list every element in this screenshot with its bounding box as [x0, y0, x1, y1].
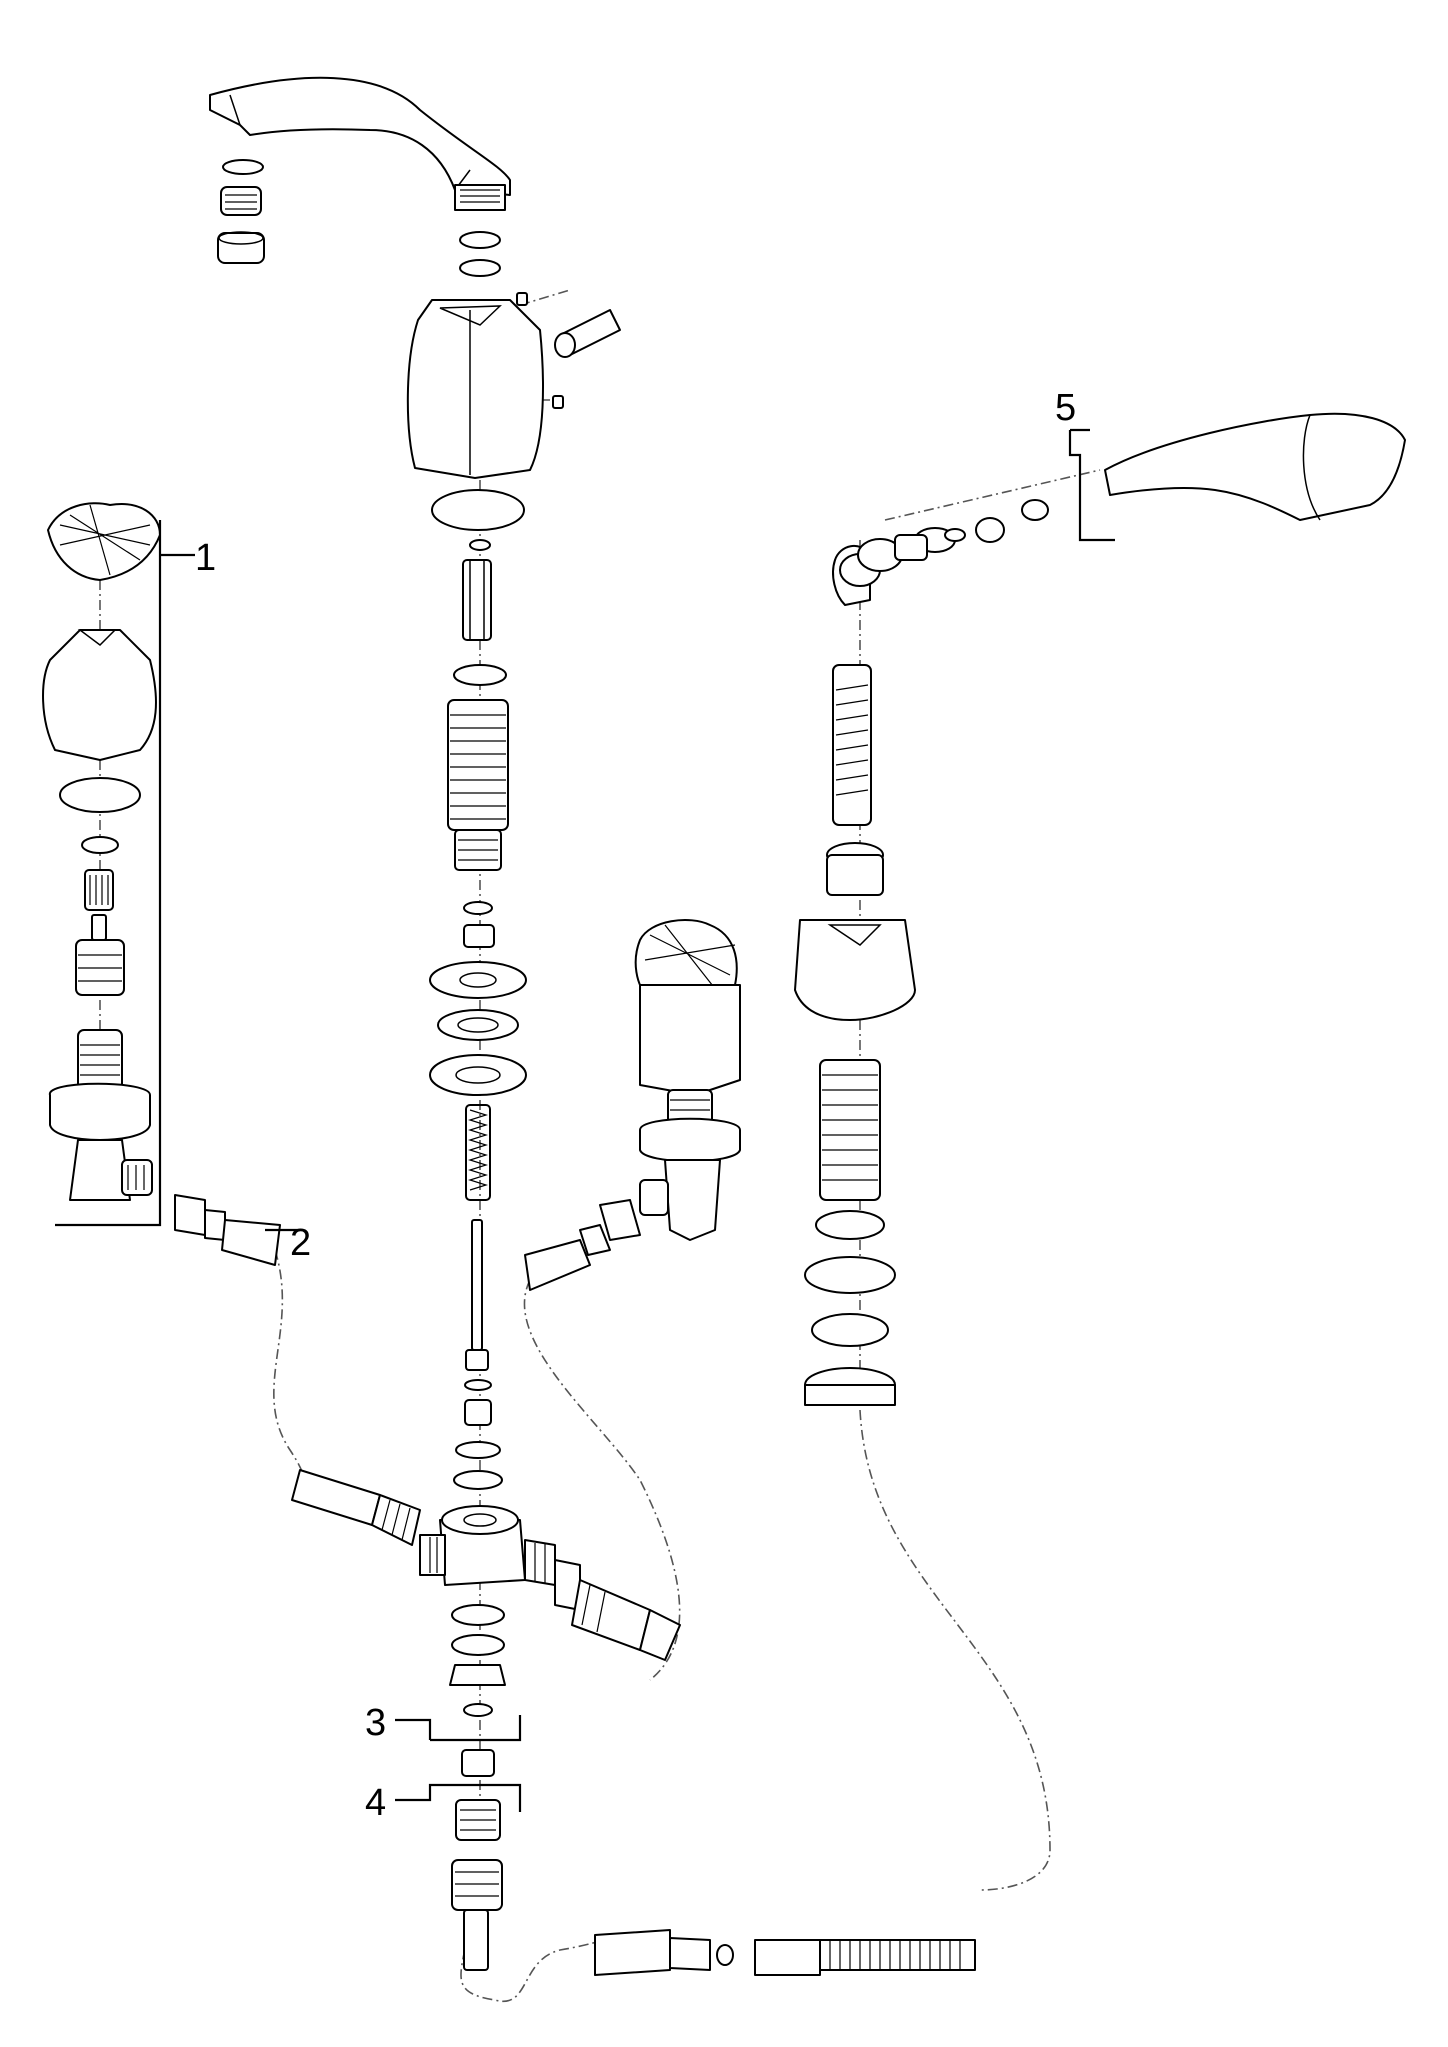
- hose-left-to-tee: [291, 1469, 421, 1546]
- callout-1: 1: [195, 537, 216, 579]
- callout-4: 4: [365, 1782, 386, 1824]
- lever-handle: [516, 292, 621, 409]
- right-column-parts: [794, 545, 916, 1406]
- callout-1-leader: [55, 520, 195, 1227]
- central-stem-column: [429, 539, 527, 1490]
- hose-center-right: [524, 1199, 641, 1291]
- callout-2: 2: [290, 1222, 311, 1264]
- callout-3: 3: [365, 1702, 386, 1744]
- center-right-handle-assembly: [634, 919, 741, 1241]
- diverter-tee: [419, 1505, 556, 1586]
- hose-2: [174, 1194, 281, 1266]
- lower-column-parts: [449, 1604, 506, 1971]
- left-handle-assembly: [42, 502, 161, 1201]
- hand-shower-hose: [594, 1929, 976, 1976]
- hand-shower: [857, 412, 1406, 572]
- aerator-parts: [217, 159, 265, 264]
- callout-3-leader: [395, 1715, 522, 1742]
- mixer-body-block: [406, 299, 544, 479]
- spout-seal-rings: [459, 231, 501, 277]
- hose-right-from-tee: [554, 1559, 681, 1661]
- callout-5: 5: [1055, 387, 1076, 429]
- base-o-ring: [431, 489, 525, 531]
- callout-4-leader: [395, 1783, 522, 1812]
- spout: [209, 76, 511, 211]
- callout-5-leader: [1068, 428, 1115, 542]
